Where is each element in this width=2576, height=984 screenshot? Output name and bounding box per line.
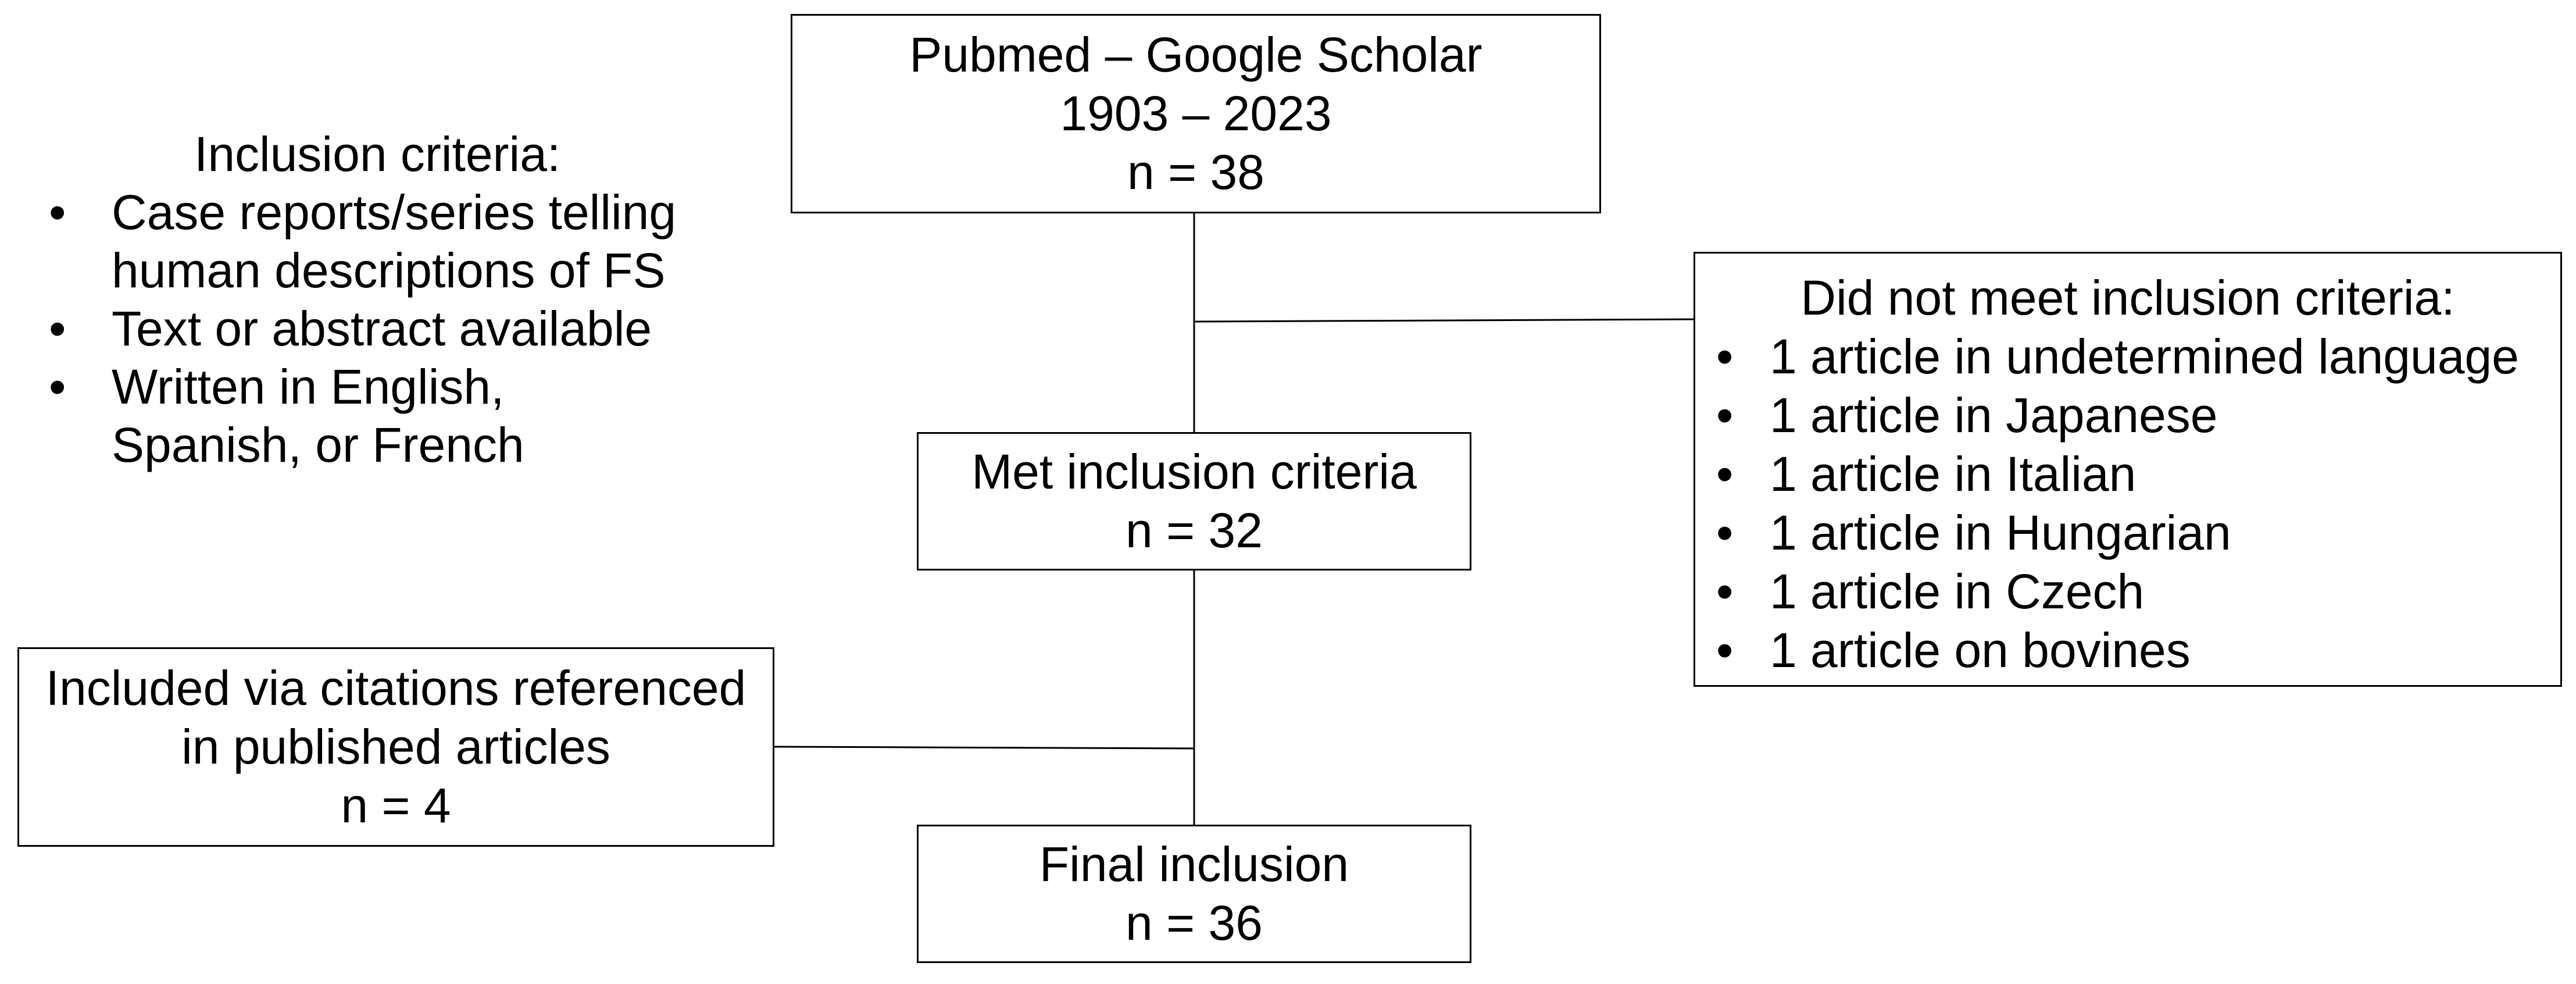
excluded-item-label: 1 article in Italian xyxy=(1770,447,2136,501)
citations-box-count: n = 4 xyxy=(341,778,451,833)
bullet-icon: • xyxy=(1716,388,1734,443)
met-criteria-count: n = 32 xyxy=(1126,503,1263,558)
final-inclusion-count: n = 36 xyxy=(1126,896,1263,950)
excluded-box-title: Did not meet inclusion criteria: xyxy=(1800,270,2455,325)
excluded-item: • 1 article on bovines xyxy=(1695,621,2560,680)
excluded-item-label: 1 article in Japanese xyxy=(1770,388,2218,443)
excluded-item-label: 1 article in undetermined language xyxy=(1770,329,2519,384)
criteria-item-line: Spanish, or French xyxy=(112,418,524,472)
criteria-item: • Case reports/series telling human desc… xyxy=(35,183,756,300)
inclusion-criteria-title: Inclusion criteria: xyxy=(194,127,561,181)
bullet-icon: • xyxy=(1716,329,1734,384)
final-inclusion-box: Final inclusion n = 36 xyxy=(917,825,1471,963)
connector-citations-to-flow xyxy=(774,746,1195,750)
met-criteria-label: Met inclusion criteria xyxy=(971,444,1417,499)
excluded-item: • 1 article in Japanese xyxy=(1695,386,2560,445)
excluded-box: Did not meet inclusion criteria: • 1 art… xyxy=(1693,252,2562,687)
citations-box-line: in published articles xyxy=(181,719,610,774)
bullet-icon: • xyxy=(49,185,66,240)
final-inclusion-label: Final inclusion xyxy=(1039,837,1349,892)
citations-box-line: Included via citations referenced xyxy=(45,661,746,715)
criteria-item-line: Written in English, xyxy=(112,359,505,414)
bullet-icon: • xyxy=(1716,623,1734,678)
inclusion-criteria-list: Inclusion criteria: • Case reports/serie… xyxy=(35,125,756,474)
excluded-item-label: 1 article in Hungarian xyxy=(1770,505,2231,560)
excluded-item-label: 1 article on bovines xyxy=(1770,623,2191,678)
source-box-years: 1903 – 2023 xyxy=(1060,86,1332,141)
criteria-item-line: Text or abstract available xyxy=(112,301,652,356)
excluded-item: • 1 article in Italian xyxy=(1695,445,2560,504)
excluded-item: • 1 article in undetermined language xyxy=(1695,327,2560,386)
excluded-item: • 1 article in Hungarian xyxy=(1695,504,2560,562)
bullet-icon: • xyxy=(49,359,66,414)
source-box: Pubmed – Google Scholar 1903 – 2023 n = … xyxy=(791,14,1601,213)
bullet-icon: • xyxy=(1716,447,1734,501)
citations-box: Included via citations referenced in pub… xyxy=(17,647,774,847)
criteria-item: • Written in English, Spanish, or French xyxy=(35,358,756,474)
excluded-item: • 1 article in Czech xyxy=(1695,562,2560,621)
criteria-item-line: human descriptions of FS xyxy=(112,243,666,298)
excluded-items: • 1 article in undetermined language • 1… xyxy=(1695,327,2560,680)
bullet-icon: • xyxy=(1716,564,1734,619)
excluded-item-label: 1 article in Czech xyxy=(1770,564,2145,619)
connector-to-excluded xyxy=(1194,318,1694,323)
criteria-item: • Text or abstract available xyxy=(35,300,756,358)
criteria-item-line: Case reports/series telling xyxy=(112,185,677,240)
bullet-icon: • xyxy=(1716,505,1734,560)
inclusion-criteria-items: • Case reports/series telling human desc… xyxy=(35,183,756,474)
source-box-databases: Pubmed – Google Scholar xyxy=(909,27,1482,82)
met-criteria-box: Met inclusion criteria n = 32 xyxy=(917,432,1471,571)
bullet-icon: • xyxy=(49,301,66,356)
source-box-count: n = 38 xyxy=(1127,145,1264,199)
